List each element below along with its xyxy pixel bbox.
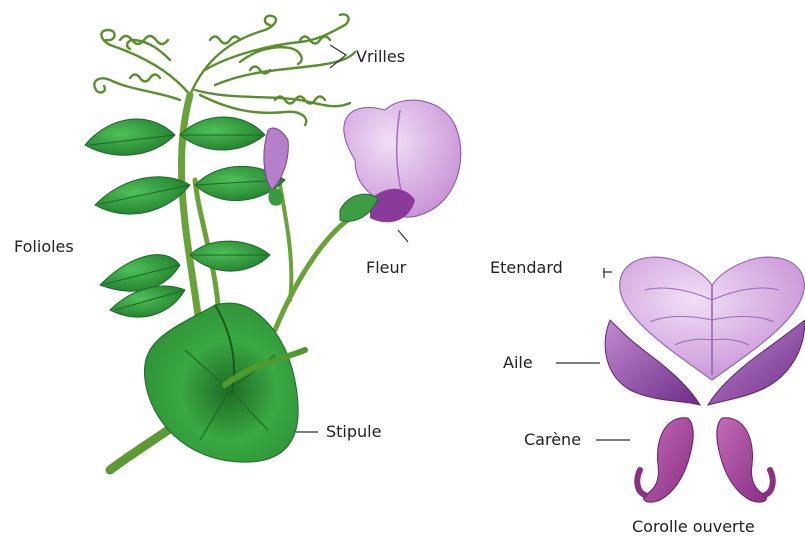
label-carene: Carène (524, 432, 581, 448)
tendrils (94, 14, 355, 125)
label-fleur: Fleur (366, 260, 406, 276)
label-etendard: Etendard (490, 260, 563, 276)
vrilles-bracket (330, 45, 346, 68)
stipule (144, 303, 305, 462)
label-corolle-ouverte: Corolle ouverte (632, 519, 755, 535)
flower-bud (264, 128, 288, 206)
label-vrilles: Vrilles (356, 49, 405, 65)
fleur-leader (398, 230, 408, 242)
keel-petals (637, 418, 772, 502)
label-folioles: Folioles (14, 239, 74, 255)
flower (340, 100, 461, 222)
etendard-leader (603, 268, 612, 278)
label-stipule: Stipule (326, 424, 381, 440)
label-aile: Aile (503, 355, 533, 371)
